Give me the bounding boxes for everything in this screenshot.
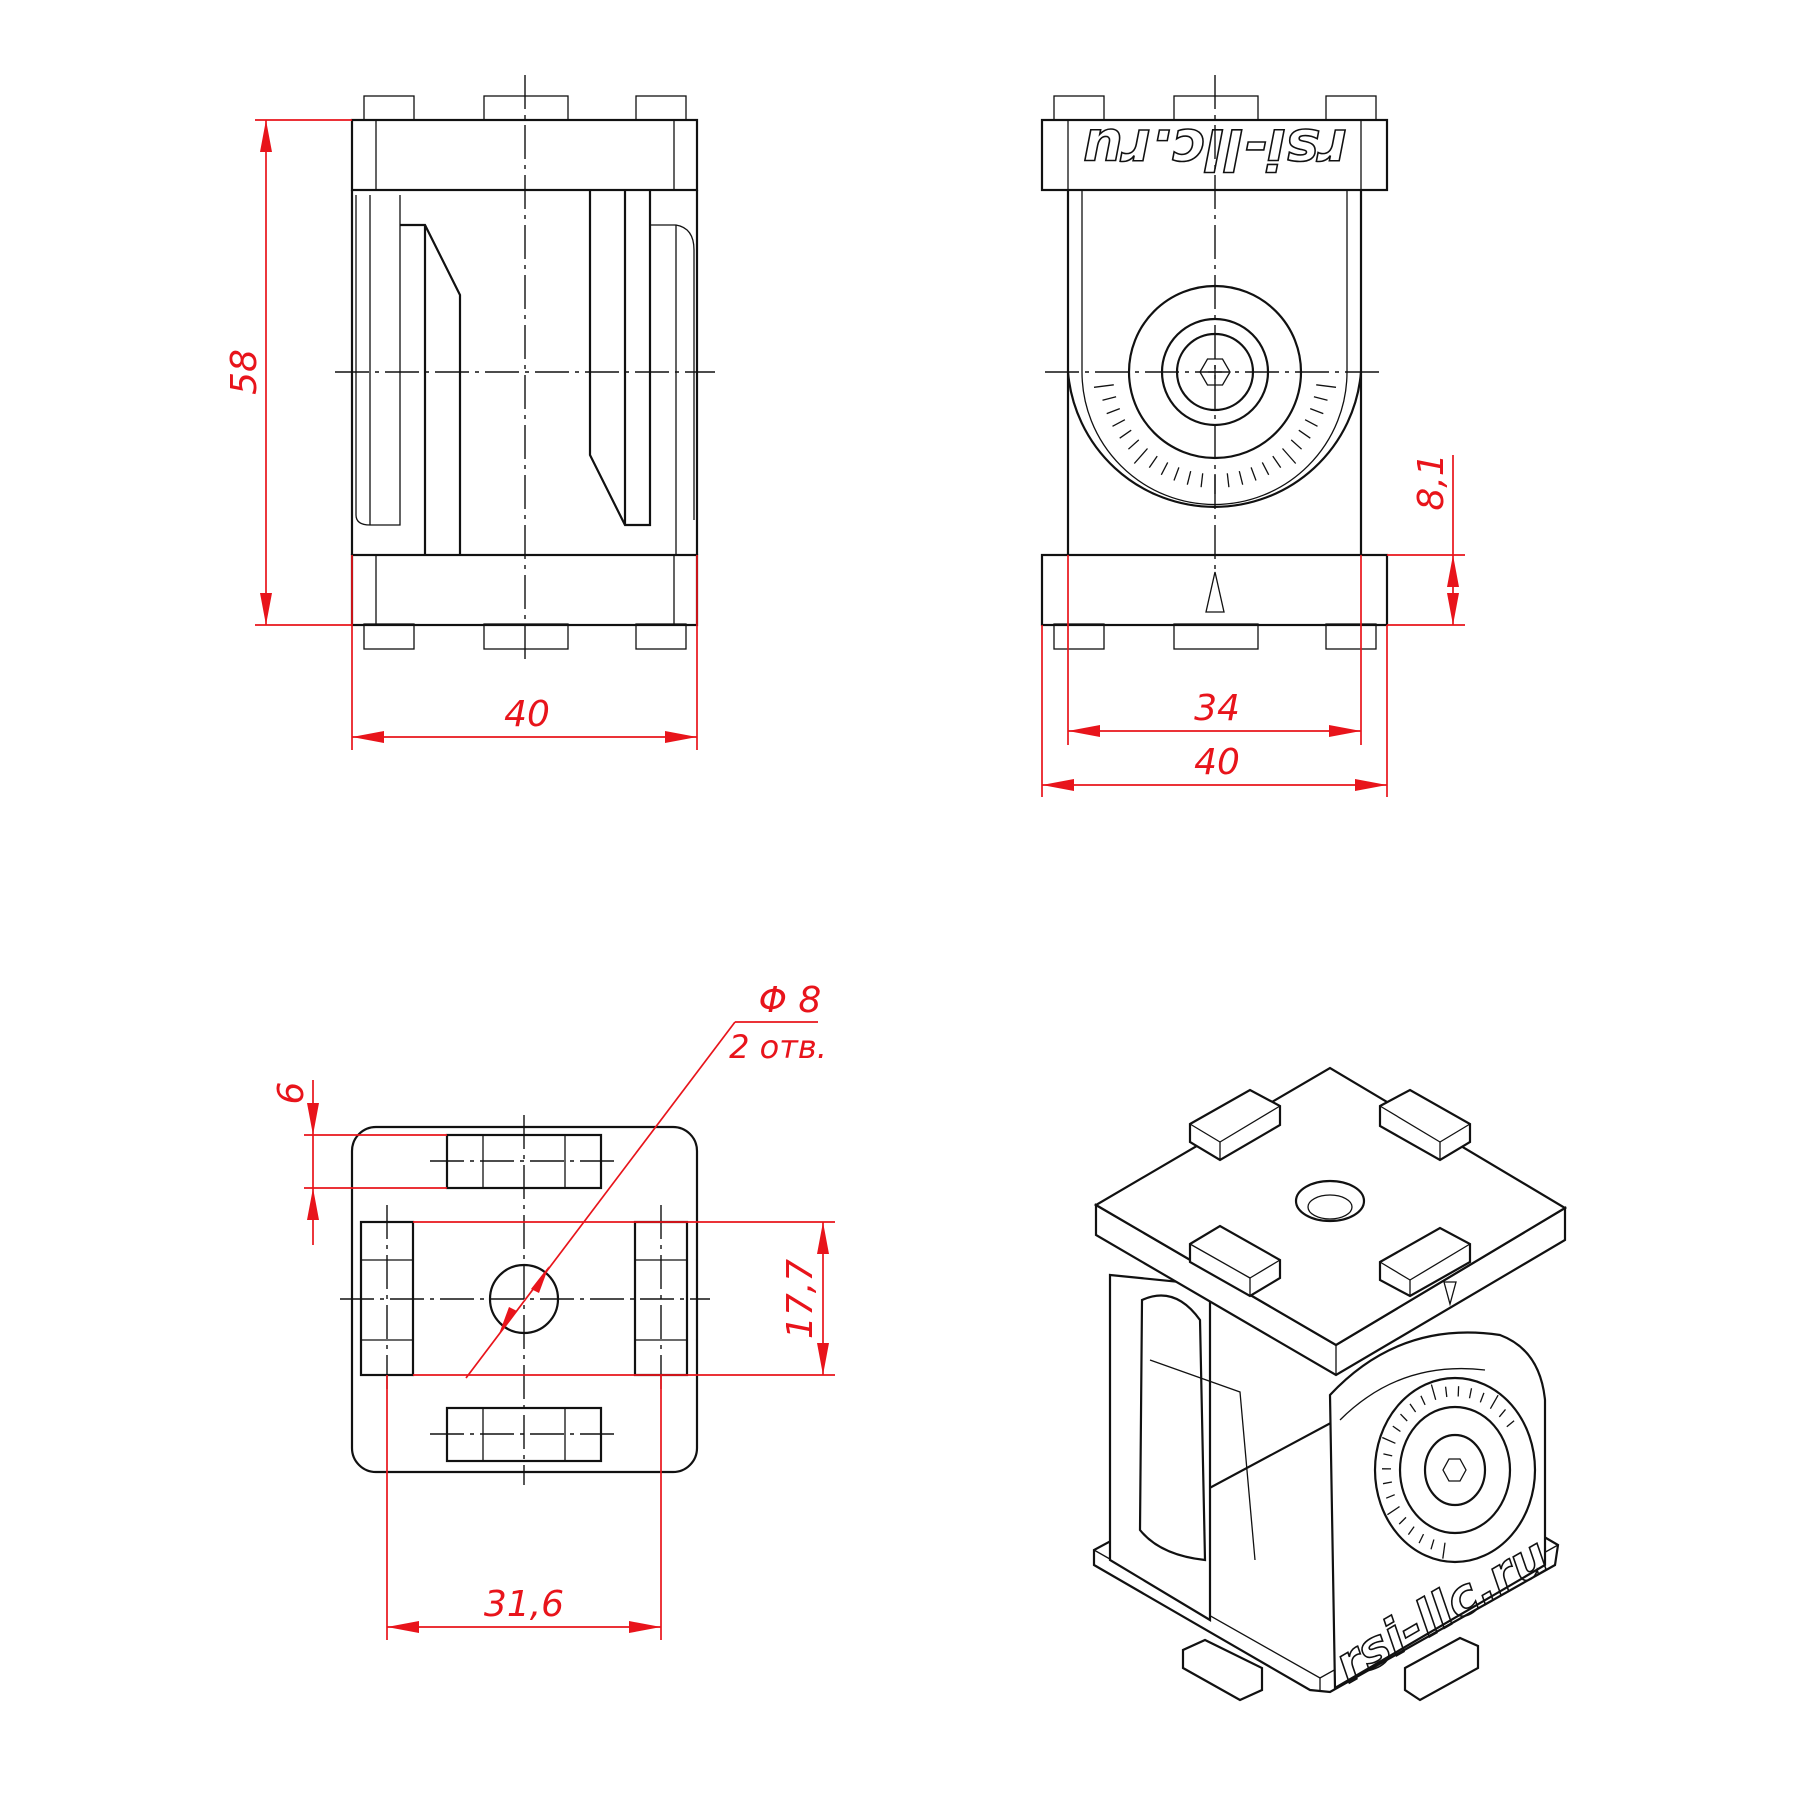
scale-tick (1273, 456, 1281, 468)
side-view: rsi-llc.ru (1042, 75, 1387, 649)
side-view-brand-text: rsi-llc.ru (1083, 116, 1347, 181)
scale-tick (1291, 440, 1301, 449)
scale-tick (1239, 471, 1242, 485)
dim-slot-spacing: 31,6 (484, 1584, 564, 1625)
scale-tick (1103, 397, 1117, 401)
dim-side-inner-width: 34 (1194, 688, 1240, 729)
front-height-dimension: 58 (224, 120, 352, 625)
dim-front-width: 40 (504, 694, 550, 735)
scale-tick (1107, 409, 1120, 414)
scale-tick (1094, 385, 1114, 388)
scale-tick (1251, 467, 1256, 480)
dim-slot-depth: 17,7 (780, 1259, 821, 1339)
scale-tick (1128, 440, 1138, 449)
top-slot-offset-dimension: 6 (271, 1080, 447, 1245)
scale-tick (1134, 449, 1147, 464)
dim-side-outer-width: 40 (1194, 742, 1240, 783)
scale-tick (1113, 420, 1125, 427)
scale-tick (1149, 456, 1157, 468)
isometric-view: rsi-llc.ru (1094, 1068, 1565, 1700)
scale-tick (1305, 420, 1317, 427)
scale-tick (1299, 430, 1311, 438)
dim-front-height: 58 (224, 349, 265, 395)
dim-slot-offset: 6 (271, 1082, 312, 1105)
scale-tick (1283, 449, 1296, 464)
dim-hole-count: 2 отв. (729, 1028, 827, 1066)
scale-tick (1314, 397, 1328, 401)
scale-tick (1262, 462, 1268, 474)
scale-tick (1161, 462, 1167, 474)
dim-hole-diameter: Φ 8 (759, 980, 822, 1021)
scale-tick (1120, 430, 1132, 438)
scale-tick (1310, 409, 1323, 414)
scale-tick (1201, 473, 1203, 487)
side-inner-width-dimension: 34 (1068, 555, 1361, 745)
side-plate-dimension: 8,1 (1387, 453, 1465, 625)
top-slot-spacing-dimension: 31,6 (387, 1375, 661, 1640)
front-view (335, 75, 715, 665)
top-hole-dimension: Φ 8 2 отв. (466, 980, 827, 1378)
scale-tick (1316, 385, 1336, 388)
scale-tick (1187, 471, 1190, 485)
scale-tick (1227, 473, 1229, 487)
dim-side-plate: 8,1 (1411, 453, 1452, 510)
scale-tick (1174, 467, 1179, 480)
